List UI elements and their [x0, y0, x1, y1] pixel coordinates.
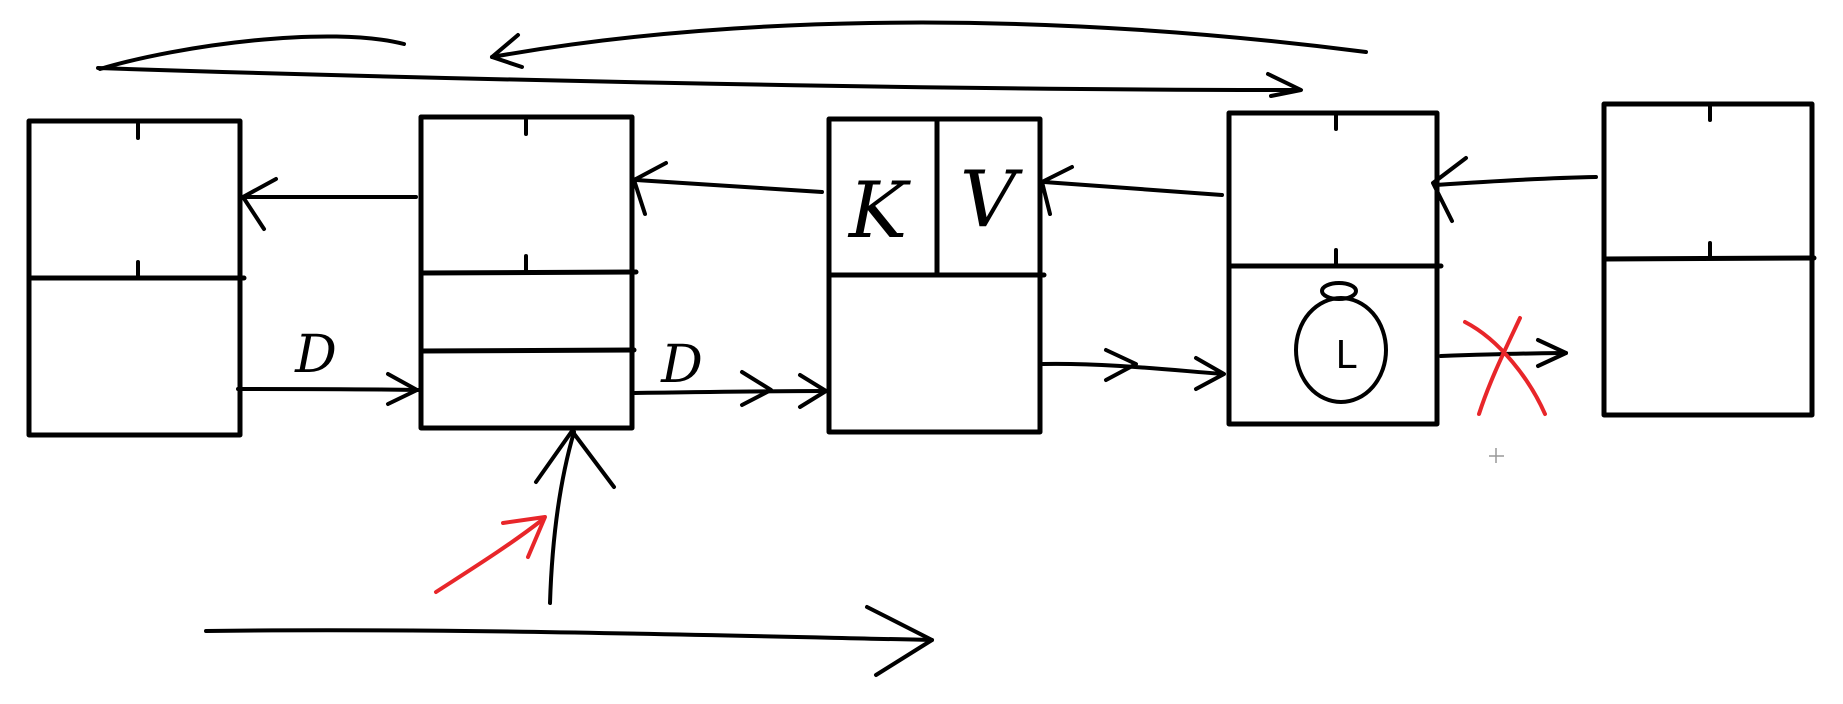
red-arrow-icon — [434, 518, 544, 594]
arrow-node4-to-node3 — [1042, 180, 1224, 197]
top-forward-arrow-stroke — [96, 66, 1302, 92]
node4-timer-label: L — [1335, 333, 1356, 377]
arrow-head-node4 — [1431, 156, 1468, 223]
arrow-head-node5-forward — [1536, 338, 1568, 368]
arrow-head-node3-forward-a — [740, 370, 773, 407]
edge-label-d-2: D — [660, 335, 703, 395]
arrow-node2-to-node3 — [633, 389, 828, 395]
timer-icon — [1294, 281, 1388, 404]
node-1 — [26, 118, 247, 438]
arrow-node4-to-node5-removed — [1439, 351, 1568, 358]
top-back-arrow-stroke — [490, 20, 1368, 59]
arrow-node1-to-node2 — [236, 387, 420, 392]
arrow-head-node3-forward-b — [798, 373, 828, 409]
bottom-long-arrow-head — [865, 605, 934, 677]
bottom-long-arrow — [204, 628, 934, 642]
arrow-node3-to-node4 — [1041, 361, 1225, 376]
top-back-arrow-head — [490, 33, 524, 69]
top-forward-arrow-head — [1266, 72, 1303, 98]
node-4 — [1226, 110, 1444, 427]
arrow-node5-to-node4 — [1434, 175, 1598, 187]
arrow-head-node2-forward — [386, 372, 419, 406]
arrow-head-node2 — [632, 161, 668, 216]
arrow-head-node1 — [241, 177, 278, 231]
node-3 — [826, 116, 1047, 435]
top-left-stroke — [98, 34, 406, 71]
arrow-head-node4-forward-b — [1194, 356, 1226, 391]
node3-key-label: K — [847, 166, 912, 256]
crosshair-icon — [1489, 448, 1504, 463]
insert-pointer-arrow — [548, 430, 576, 605]
node3-value-label: V — [960, 155, 1023, 245]
arrow-head-node4-forward-a — [1104, 348, 1138, 382]
red-arrow-head — [501, 515, 547, 559]
x-mark-icon — [1463, 316, 1547, 416]
insert-pointer-head — [534, 429, 616, 489]
arrow-node3-to-node2 — [634, 178, 824, 194]
node-2 — [418, 114, 639, 431]
node-5 — [1601, 101, 1817, 418]
edge-label-d-1: D — [294, 325, 337, 385]
arrow-head-node3 — [1040, 165, 1074, 216]
